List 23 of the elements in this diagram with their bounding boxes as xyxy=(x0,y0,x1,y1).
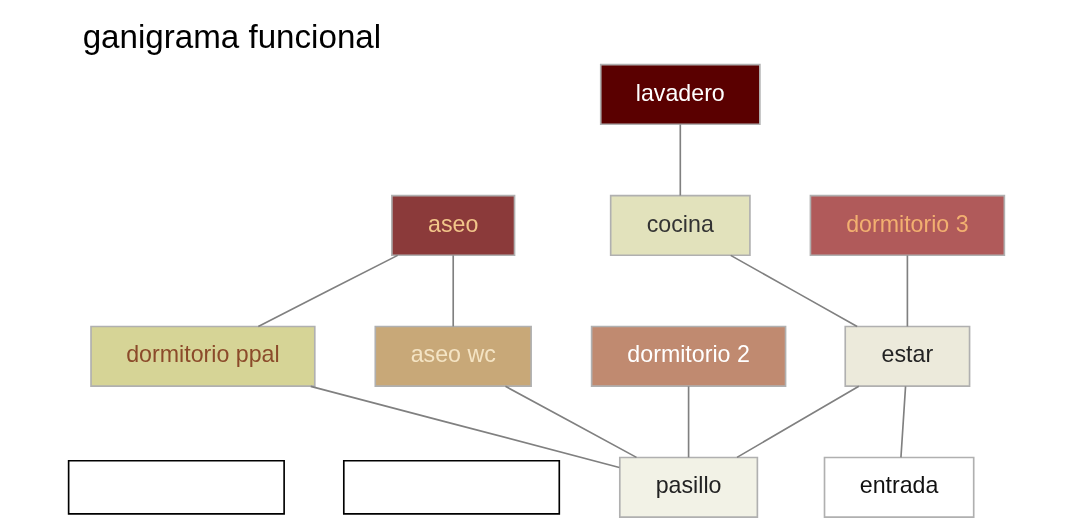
node-box: aseo wc xyxy=(373,325,532,387)
node-box: dormitorio 3 xyxy=(809,194,1005,257)
connector xyxy=(729,254,858,328)
connector xyxy=(504,385,637,459)
connector xyxy=(256,254,398,328)
connector xyxy=(899,385,906,459)
node-box: lavadero xyxy=(599,63,761,126)
node-box xyxy=(67,459,285,515)
connector xyxy=(309,385,620,469)
connector xyxy=(678,123,681,197)
connector xyxy=(906,254,908,328)
node-box: dormitorio ppal xyxy=(89,325,316,387)
node-box: dormitorio 2 xyxy=(590,325,786,387)
connector xyxy=(451,254,454,328)
node-box: pasillo xyxy=(618,456,758,518)
node-box xyxy=(342,459,560,515)
connector xyxy=(687,385,689,459)
node-box: aseo xyxy=(390,194,515,257)
node-box: entrada xyxy=(823,456,975,518)
node-box: cocina xyxy=(609,194,751,257)
connector xyxy=(735,385,860,459)
diagram-title: ganigrama funcional xyxy=(82,18,381,56)
node-box: estar xyxy=(843,325,970,387)
